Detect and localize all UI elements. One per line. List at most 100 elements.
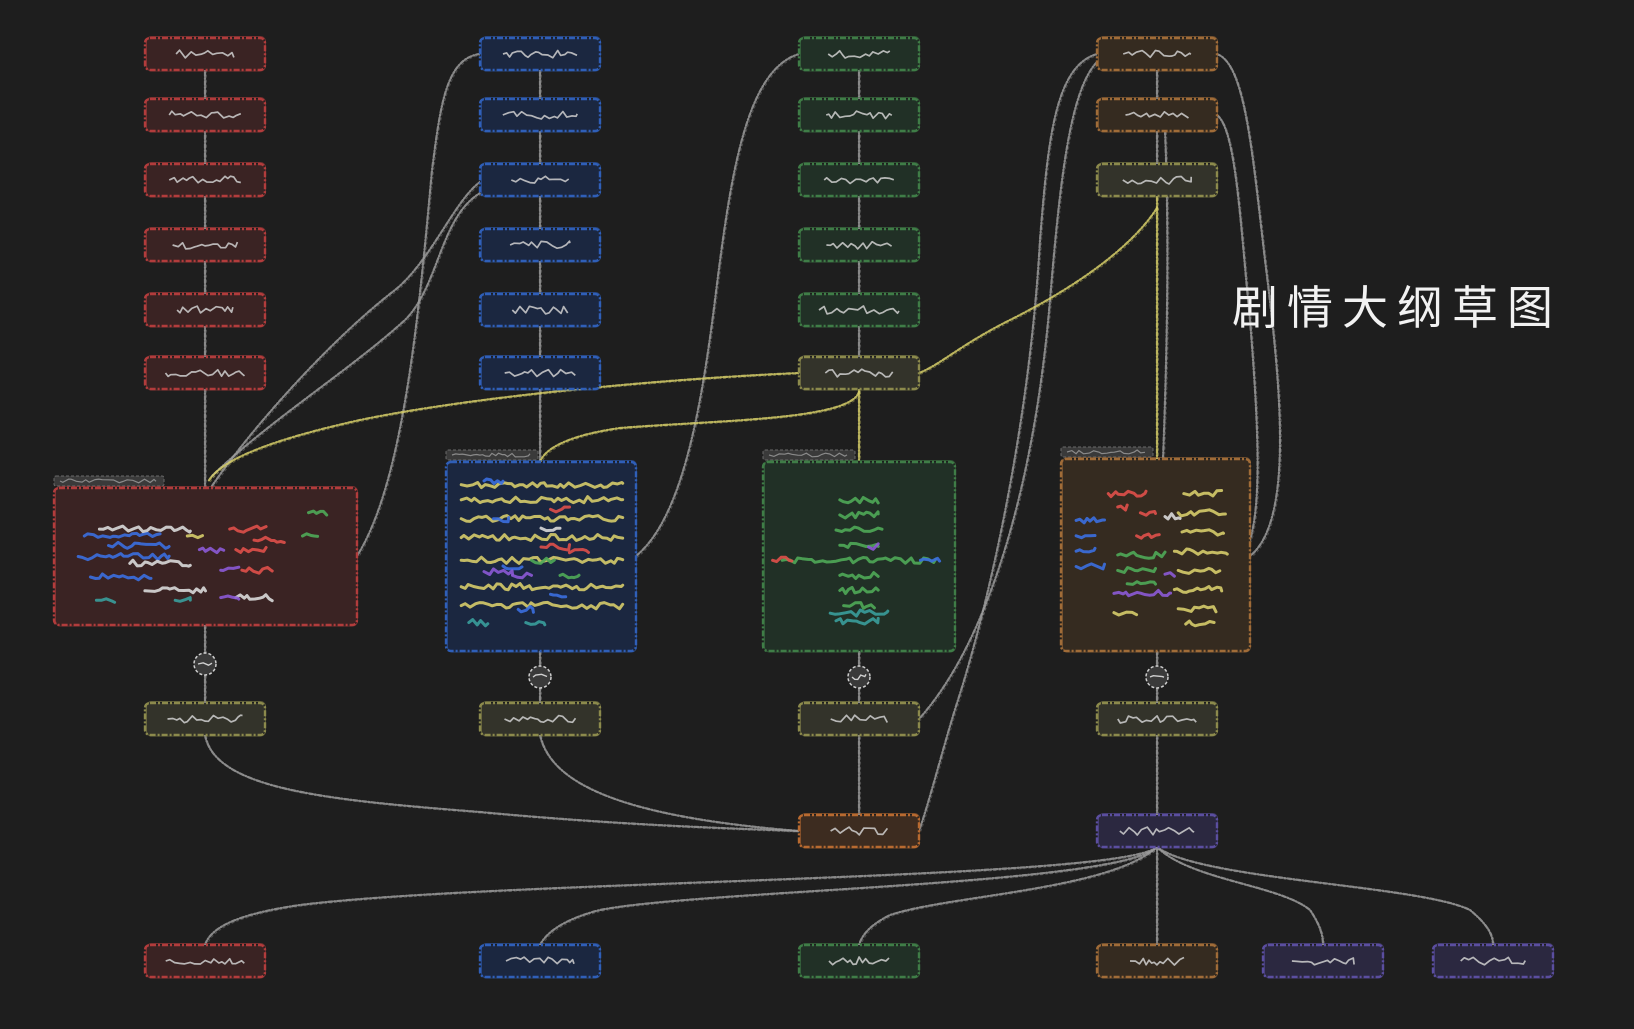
dot-scribble [851, 674, 867, 681]
frame-sketch-mark [828, 608, 890, 618]
green-connector-dot[interactable] [847, 665, 871, 689]
illegible-label-scribble [502, 49, 578, 59]
frame-sketch-mark [459, 514, 625, 523]
connector-line-sketch [1217, 54, 1283, 558]
illegible-label-scribble [1117, 715, 1197, 724]
olive-node-4[interactable] [1095, 701, 1219, 737]
frame-header[interactable] [1060, 446, 1154, 458]
blue-node-3[interactable] [478, 162, 602, 198]
blue-group-frame[interactable] [444, 449, 638, 653]
blue-node-5[interactable] [478, 292, 602, 328]
shape-body [1095, 36, 1219, 72]
connector-line-sketch [1157, 847, 1326, 947]
shape-outline-sketch [146, 97, 266, 133]
illegible-label-scribble [505, 956, 575, 965]
shape-outline-sketch [481, 162, 601, 198]
shape-body [478, 943, 602, 979]
frame-sketch-mark [240, 565, 274, 575]
orange-merge-node[interactable] [797, 813, 921, 849]
green-group-frame[interactable] [761, 449, 957, 653]
red-node-5[interactable] [143, 292, 267, 328]
connector-line [1215, 52, 1282, 558]
olive-node-2[interactable] [478, 701, 602, 737]
green-node-1[interactable] [797, 36, 921, 72]
shape-body [797, 36, 921, 72]
shape-outline-sketch [800, 97, 920, 133]
frame-sketch-mark [549, 505, 571, 514]
frame-sketch-mark [1163, 512, 1182, 521]
shape-outline-sketch [55, 486, 358, 627]
frame-sketch-mark [516, 604, 535, 614]
frame-header[interactable] [53, 475, 165, 487]
illegible-label-scribble [504, 368, 576, 378]
olive-node-3[interactable] [797, 701, 921, 737]
illegible-label-scribble [1119, 826, 1195, 836]
illegible-label-scribble [823, 176, 895, 185]
blue-node-6[interactable] [478, 355, 602, 391]
blue-node-4[interactable] [478, 227, 602, 263]
blue-node-2[interactable] [478, 97, 602, 133]
bottom-purple-node-1[interactable] [1261, 943, 1385, 979]
shape-body [478, 97, 602, 133]
green-node-4[interactable] [797, 227, 921, 263]
connector-line-sketch [1157, 847, 1496, 947]
frame-sketch-mark [834, 525, 884, 533]
blue-node-1[interactable] [478, 36, 602, 72]
red-group-frame[interactable] [52, 475, 359, 627]
red-node-3[interactable] [143, 162, 267, 198]
connector-line [210, 190, 484, 478]
frame-sketch-mark [173, 596, 192, 603]
connector-line [857, 845, 1159, 947]
shape-body [143, 97, 267, 133]
frame-header[interactable] [445, 449, 539, 461]
purple-merge-node[interactable] [1095, 813, 1219, 849]
shape-body [797, 227, 921, 263]
red-node-6[interactable] [143, 355, 267, 391]
red-node-2[interactable] [143, 97, 267, 133]
green-node-5[interactable] [797, 292, 921, 328]
green-node-3[interactable] [797, 162, 921, 198]
shape-body [797, 97, 921, 133]
frame-sketch-mark [467, 618, 490, 628]
brown-node-3[interactable] [1095, 162, 1219, 198]
green-node-6[interactable] [797, 355, 921, 391]
shape-outline-sketch [481, 227, 601, 263]
frame-sketch-mark [524, 620, 547, 627]
illegible-label-scribble [168, 175, 241, 184]
shape-outline-sketch [800, 813, 920, 849]
shape-body [143, 701, 267, 737]
connector-line-sketch [919, 62, 1100, 721]
brown-group-frame[interactable] [1059, 446, 1252, 653]
frame-header-scribble [59, 478, 157, 484]
red-node-1[interactable] [143, 36, 267, 72]
bottom-red-node[interactable] [143, 943, 267, 979]
red-node-4[interactable] [143, 227, 267, 263]
brown-node-1[interactable] [1095, 36, 1219, 72]
bottom-green-node[interactable] [797, 943, 921, 979]
blue-connector-dot[interactable] [528, 665, 552, 689]
connector-line-sketch [205, 847, 1160, 947]
frame-sketch-mark [838, 571, 880, 580]
frame-sketch-mark [530, 556, 556, 565]
shape-outline-sketch [481, 355, 601, 391]
shape-outline-sketch [1434, 943, 1554, 979]
shape-outline-sketch [146, 227, 266, 263]
connector-line [1155, 845, 1325, 947]
shape-outline-sketch [146, 36, 266, 72]
connector-line [203, 845, 1159, 947]
frame-header[interactable] [762, 449, 856, 461]
bottom-brown-node[interactable] [1095, 943, 1219, 979]
bottom-blue-node[interactable] [478, 943, 602, 979]
bottom-purple-node-2[interactable] [1431, 943, 1555, 979]
frame-header-bar [445, 449, 539, 461]
brown-connector-dot[interactable] [1145, 665, 1169, 689]
olive-node-1[interactable] [143, 701, 267, 737]
illegible-label-scribble [1291, 957, 1355, 966]
connector-line [917, 60, 1099, 721]
green-node-2[interactable] [797, 97, 921, 133]
frame-sketch-mark [234, 593, 274, 603]
red-connector-dot[interactable] [193, 652, 217, 676]
brown-node-2[interactable] [1095, 97, 1219, 133]
highlight-connector-line [538, 390, 861, 464]
